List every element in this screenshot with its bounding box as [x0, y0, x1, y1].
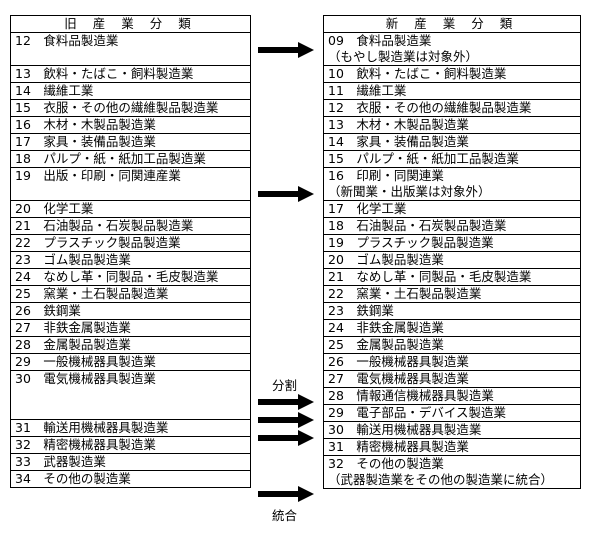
merge-label: 統合 [272, 508, 298, 523]
new-row-09: 09 食料品製造業 [323, 32, 581, 49]
old-row-27: 27 非鉄金属製造業 [10, 319, 251, 337]
old-row-19-spacer [10, 184, 251, 201]
old-row-12: 12 食料品製造業 [10, 32, 251, 49]
split-label: 分割 [272, 378, 298, 393]
old-row-29: 29 一般機械器具製造業 [10, 353, 251, 371]
new-row-09-note: （もやし製造業は対象外） [323, 49, 581, 66]
old-row-19: 19 出版・印刷・同関連産業 [10, 167, 251, 184]
new-row-19: 19 プラスチック製品製造業 [323, 234, 581, 252]
old-row-23: 23 ゴム製品製造業 [10, 251, 251, 269]
new-row-26: 26 一般機械器具製造業 [323, 353, 581, 371]
arrow-right-icon [258, 430, 314, 446]
arrow-right-icon [258, 42, 314, 58]
new-row-16-note: （新聞業・出版業は対象外） [323, 184, 581, 201]
old-row-22: 22 プラスチック製品製造業 [10, 234, 251, 252]
new-row-20: 20 ゴム製品製造業 [323, 251, 581, 269]
old-row-20: 20 化学工業 [10, 200, 251, 218]
old-row-13: 13 飲料・たばこ・飼料製造業 [10, 65, 251, 83]
new-row-21: 21 なめし革・同製品・毛皮製造業 [323, 268, 581, 286]
arrow-right-icon [258, 394, 314, 410]
new-classification-table: 新 産 業 分 類 09 食料品製造業 （もやし製造業は対象外） 10 飲料・た… [323, 15, 581, 489]
new-row-29: 29 電子部品・デバイス製造業 [323, 404, 581, 422]
old-row-16: 16 木材・木製品製造業 [10, 116, 251, 134]
old-row-33: 33 武器製造業 [10, 453, 251, 471]
old-classification-table: 旧 産 業 分 類 12 食料品製造業 13 飲料・たばこ・飼料製造業 14 繊… [10, 15, 251, 488]
new-row-28: 28 情報通信機械器具製造業 [323, 387, 581, 405]
new-row-23: 23 鉄鋼業 [323, 302, 581, 320]
old-row-14: 14 繊維工業 [10, 82, 251, 100]
old-row-15: 15 衣服・その他の繊維製品製造業 [10, 99, 251, 117]
old-row-30-spacer-1 [10, 387, 251, 403]
new-row-30: 30 輸送用機械器具製造業 [323, 421, 581, 439]
old-row-24: 24 なめし革・同製品・毛皮製造業 [10, 268, 251, 286]
old-row-18: 18 パルプ・紙・紙加工品製造業 [10, 150, 251, 168]
new-row-11: 11 繊維工業 [323, 82, 581, 100]
new-row-31: 31 精密機械器具製造業 [323, 438, 581, 456]
old-row-26: 26 鉄鋼業 [10, 302, 251, 320]
old-row-30-spacer-2 [10, 403, 251, 420]
new-table-header: 新 産 業 分 類 [323, 15, 581, 33]
new-row-32: 32 その他の製造業 [323, 455, 581, 472]
new-row-25: 25 金属製品製造業 [323, 336, 581, 354]
new-row-14: 14 家具・装備品製造業 [323, 133, 581, 151]
arrow-right-icon [258, 412, 314, 428]
new-row-15: 15 パルプ・紙・紙加工品製造業 [323, 150, 581, 168]
new-row-17: 17 化学工業 [323, 200, 581, 218]
new-row-32-note: （武器製造業をその他の製造業に統合） [323, 472, 581, 489]
old-row-28: 28 金属製品製造業 [10, 336, 251, 354]
new-row-10: 10 飲料・たばこ・飼料製造業 [323, 65, 581, 83]
old-row-31: 31 輸送用機械器具製造業 [10, 419, 251, 437]
new-row-27: 27 電気機械器具製造業 [323, 370, 581, 388]
new-row-16: 16 印刷・同関連業 [323, 167, 581, 184]
new-row-24: 24 非鉄金属製造業 [323, 319, 581, 337]
new-row-22: 22 窯業・土石製品製造業 [323, 285, 581, 303]
old-row-34: 34 その他の製造業 [10, 470, 251, 488]
arrow-right-icon [258, 186, 314, 202]
old-row-25: 25 窯業・土石製品製造業 [10, 285, 251, 303]
old-row-32: 32 精密機械器具製造業 [10, 436, 251, 454]
old-row-17: 17 家具・装備品製造業 [10, 133, 251, 151]
old-row-12-spacer [10, 49, 251, 66]
new-row-12: 12 衣服・その他の繊維製品製造業 [323, 99, 581, 117]
arrow-right-icon [258, 486, 314, 502]
old-row-21: 21 石油製品・石炭製品製造業 [10, 217, 251, 235]
old-table-header: 旧 産 業 分 類 [10, 15, 251, 33]
old-row-30: 30 電気機械器具製造業 [10, 370, 251, 387]
new-row-13: 13 木材・木製品製造業 [323, 116, 581, 134]
new-row-18: 18 石油製品・石炭製品製造業 [323, 217, 581, 235]
